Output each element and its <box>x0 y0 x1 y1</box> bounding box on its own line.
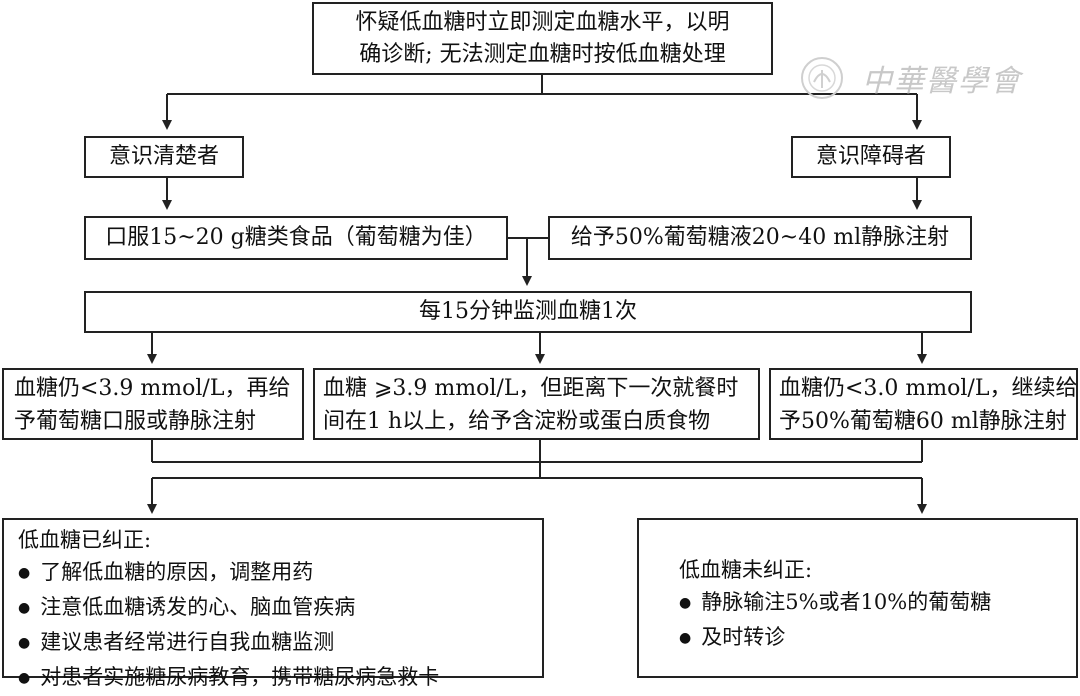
iv-glucose-text: 给予50%葡萄糖液20~40 ml静脉注射 <box>570 225 950 250</box>
outcome-severe-low-line-2: 予50%葡萄糖60 ml静脉注射 <box>779 409 1067 434</box>
corrected-item: 注意低血糖诱发的心、脑血管疾病 <box>18 591 528 626</box>
hypoglycemia-flowchart: 怀疑低血糖时立即测定血糖水平，以明 确诊断; 无法测定血糖时按低血糖处理 意识清… <box>0 0 1080 681</box>
oral-glucose-text: 口服15~20 g糖类食品（葡萄糖为佳） <box>105 225 487 250</box>
impaired-consciousness-label: 意识障碍者 <box>815 144 926 169</box>
initial-assessment-line-2: 确诊断; 无法测定血糖时按低血糖处理 <box>359 41 726 67</box>
outcome-still-low-box: 血糖仍<3.9 mmol/L，再给 予葡萄糖口服或静脉注射 <box>2 368 304 440</box>
outcome-severe-low-box: 血糖仍<3.0 mmol/L，继续给 予50%葡萄糖60 ml静脉注射 <box>769 368 1078 440</box>
initial-assessment-box: 怀疑低血糖时立即测定血糖水平，以明 确诊断; 无法测定血糖时按低血糖处理 <box>312 2 773 75</box>
corrected-title: 低血糖已纠正: <box>18 528 152 552</box>
flow-connectors <box>147 74 927 514</box>
watermark-text: 中華醫學會 <box>862 64 1022 99</box>
not-corrected-item: 静脉输注5%或者10%的葡萄糖 <box>679 586 1036 621</box>
not-corrected-title: 低血糖未纠正: <box>679 558 813 582</box>
monitor-text: 每15分钟监测血糖1次 <box>419 299 637 324</box>
outcome-normalized-line-1: 血糖 ⩾3.9 mmol/L，但距离下一次就餐时 <box>323 376 739 401</box>
impaired-consciousness-box: 意识障碍者 <box>791 136 951 178</box>
corrected-item: 对患者实施糖尿病教育，携带糖尿病急救卡 <box>18 661 528 696</box>
oral-glucose-box: 口服15~20 g糖类食品（葡萄糖为佳） <box>84 216 508 260</box>
seal-logo-icon <box>801 57 843 99</box>
corrected-item: 了解低血糖的原因，调整用药 <box>18 556 528 591</box>
initial-assessment-line-1: 怀疑低血糖时立即测定血糖水平，以明 <box>355 9 730 35</box>
corrected-box: 低血糖已纠正: 了解低血糖的原因，调整用药 注意低血糖诱发的心、脑血管疾病 建议… <box>2 518 544 689</box>
conscious-patient-label: 意识清楚者 <box>108 144 219 169</box>
outcome-severe-low-line-1: 血糖仍<3.0 mmol/L，继续给 <box>779 376 1078 401</box>
not-corrected-box: 低血糖未纠正: 静脉输注5%或者10%的葡萄糖 及时转诊 <box>637 518 1078 678</box>
conscious-patient-box: 意识清楚者 <box>84 136 244 178</box>
not-corrected-item: 及时转诊 <box>679 621 1036 656</box>
corrected-item: 建议患者经常进行自我血糖监测 <box>18 626 528 661</box>
outcome-still-low-line-2: 予葡萄糖口服或静脉注射 <box>14 409 257 434</box>
outcome-still-low-line-1: 血糖仍<3.9 mmol/L，再给 <box>14 376 291 401</box>
outcome-normalized-line-2: 间在1 h以上，给予含淀粉或蛋白质食物 <box>323 409 711 434</box>
iv-glucose-box: 给予50%葡萄糖液20~40 ml静脉注射 <box>548 216 972 260</box>
monitor-box: 每15分钟监测血糖1次 <box>84 291 972 333</box>
outcome-normalized-box: 血糖 ⩾3.9 mmol/L，但距离下一次就餐时 间在1 h以上，给予含淀粉或蛋… <box>313 368 760 440</box>
